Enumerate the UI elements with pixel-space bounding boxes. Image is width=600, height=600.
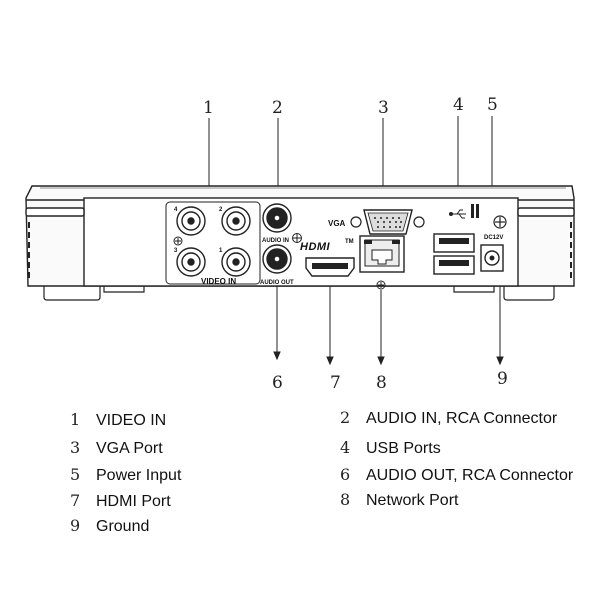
bnc-connector-1 — [221, 247, 251, 277]
legend-label: AUDIO IN, RCA Connector — [366, 410, 558, 427]
legend-num: 4 — [340, 438, 351, 457]
legend-item-4: 4 USB Ports — [340, 438, 441, 460]
feet — [43, 286, 555, 301]
legend-num: 1 — [70, 410, 81, 429]
legend-num: 6 — [340, 465, 351, 484]
rca-audio-in — [262, 203, 292, 233]
leader-arrow-6 — [273, 351, 281, 361]
legend-item-2: 2 AUDIO IN, RCA Connector — [340, 408, 557, 430]
legend-label: VGA Port — [96, 440, 163, 457]
rear-panel-diagram: 1 2 3 4 5 6 7 8 9 — [25, 95, 575, 390]
network-port — [359, 235, 405, 290]
legend-label: AUDIO OUT, RCA Connector — [366, 467, 574, 484]
legend-item-6: 6 AUDIO OUT, RCA Connector — [340, 465, 573, 487]
legend-item-9: 9 Ground — [70, 516, 149, 538]
callout-2: 2 — [272, 98, 283, 118]
vent-slots-right — [570, 222, 572, 278]
legend-num: 8 — [340, 490, 351, 509]
leader-arrow-8 — [377, 356, 385, 366]
legend-item-5: 5 Power Input — [70, 465, 181, 487]
channel-label-2: 2 — [219, 207, 223, 213]
legend-num: 5 — [70, 465, 81, 484]
ground-symbol-icon-net — [376, 280, 386, 290]
hdmi-logo-label: HDMI — [300, 241, 331, 253]
vent-slots-left — [28, 222, 30, 278]
dc-input-label: DC12V — [484, 235, 503, 241]
rca-audio-out — [262, 244, 292, 274]
video-in-group: 4 2 3 1 VIDEO IN — [165, 201, 261, 286]
bnc-connector-4 — [176, 206, 206, 236]
bnc-connector-3 — [176, 247, 206, 277]
legend-item-8: 8 Network Port — [340, 490, 458, 512]
usb-led-indicator — [471, 204, 479, 218]
usb-ports — [433, 204, 479, 275]
callout-5: 5 — [487, 95, 498, 115]
ground-symbol-icon-audio — [292, 233, 302, 243]
hdmi-port: HDMI TM — [300, 239, 355, 277]
legend-item-3: 3 VGA Port — [70, 438, 163, 460]
foot-right-inner — [453, 286, 495, 293]
callout-7: 7 — [330, 373, 341, 390]
callout-6: 6 — [272, 373, 283, 390]
ground-screw-icon — [493, 215, 507, 229]
leader-arrow-7 — [326, 356, 334, 366]
foot-left-inner — [103, 286, 145, 293]
bnc-connector-2 — [221, 206, 251, 236]
legend-label: VIDEO IN — [96, 412, 167, 429]
vga-label: VGA — [328, 219, 346, 228]
channel-label-4: 4 — [174, 207, 178, 213]
vga-port: VGA — [328, 209, 425, 235]
audio-out-label: AUDIO OUT — [260, 280, 294, 286]
legend-num: 2 — [340, 408, 351, 427]
legend-label: Network Port — [366, 492, 459, 509]
callout-8: 8 — [376, 373, 387, 390]
legend-num: 9 — [70, 516, 81, 535]
legend-num: 7 — [70, 491, 81, 510]
channel-label-3: 3 — [174, 248, 178, 254]
legend-item-7: 7 HDMI Port — [70, 491, 171, 513]
callout-1: 1 — [203, 98, 214, 118]
legend-label: Ground — [96, 518, 150, 535]
usb-icon — [449, 209, 466, 219]
legend-label: Power Input — [96, 467, 182, 484]
audio-in-label: AUDIO IN — [262, 238, 289, 244]
foot-right — [503, 286, 555, 301]
ground-symbol-icon-video — [173, 236, 183, 246]
hdmi-tm-label: TM — [345, 239, 354, 245]
channel-label-1: 1 — [219, 248, 223, 254]
legend: 1 VIDEO IN 2 AUDIO IN, RCA Connector 3 V… — [0, 400, 600, 560]
leader-arrow-9 — [496, 356, 504, 366]
callout-3: 3 — [378, 98, 389, 118]
callout-9: 9 — [497, 369, 508, 389]
callout-4: 4 — [453, 95, 464, 115]
legend-item-1: 1 VIDEO IN — [70, 410, 166, 432]
legend-num: 3 — [70, 438, 81, 457]
foot-left — [43, 286, 101, 301]
video-in-label: VIDEO IN — [201, 277, 236, 286]
power-input: DC12V — [480, 215, 507, 272]
legend-label: HDMI Port — [96, 493, 171, 510]
legend-label: USB Ports — [366, 440, 441, 457]
audio-group: AUDIO IN AUDIO OUT — [260, 203, 302, 286]
